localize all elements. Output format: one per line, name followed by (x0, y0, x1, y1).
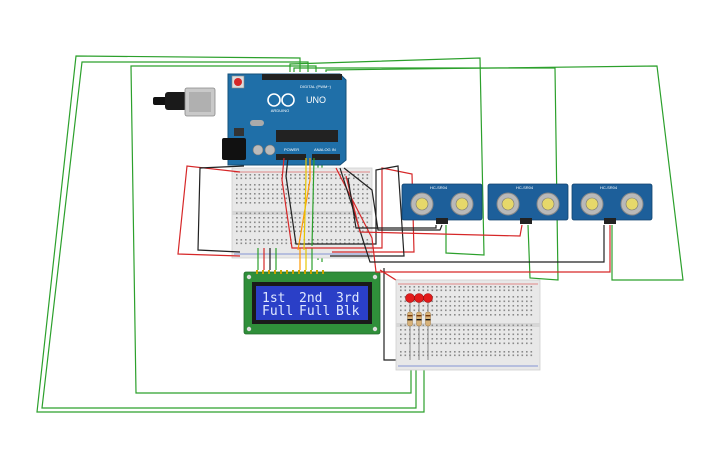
arduino-digital-label: DIGITAL (PWM~) (300, 84, 332, 89)
sensor-3-model: HC-SR04 (600, 185, 618, 190)
main-breadboard-channel (232, 211, 372, 215)
analog-header (312, 154, 340, 160)
arduino-uno-board[interactable]: ARDUINO UNO DIGITAL (PWM~) POWER ANALOG … (153, 73, 347, 166)
arduino-logo-icon (267, 93, 295, 107)
black-wire-6[interactable] (343, 167, 443, 231)
lcd-row1-col1: 1st (262, 291, 285, 306)
lcd-row2-col3: Blk (336, 304, 360, 319)
green-wire-loop-3[interactable] (130, 65, 412, 394)
lcd-row2-col2: Full (299, 304, 330, 319)
green-wire-loop-5[interactable] (293, 67, 559, 281)
digital-header (262, 74, 342, 80)
green-wire-loop-4[interactable] (289, 57, 485, 256)
reset-button-cap[interactable] (234, 78, 242, 86)
lcd-module[interactable]: 1st 2nd 3rd Full Full Blk (243, 270, 381, 335)
orange-wire[interactable] (297, 158, 311, 251)
lcd-header-pins (256, 270, 324, 274)
power-header (276, 154, 306, 160)
green-wire-loop-6[interactable] (325, 65, 684, 281)
arduino-brand-text: ARDUINO (271, 108, 289, 113)
small-chip (234, 128, 244, 136)
black-wire-2[interactable] (285, 157, 405, 257)
usb-connector-inner (189, 92, 211, 112)
yellow-wire[interactable] (303, 158, 307, 251)
power-jack (222, 138, 246, 160)
sensor-1-model: HC-SR04 (430, 185, 448, 190)
led-2-bulb[interactable] (414, 293, 424, 303)
ultrasonic-sensor-2[interactable]: HC-SR04 (487, 183, 569, 224)
arduino-power-label: POWER (284, 147, 299, 152)
led-3[interactable] (423, 293, 433, 361)
usb-cable-plug (153, 97, 167, 105)
red-wire-3[interactable] (335, 167, 611, 273)
green-wire-signal[interactable] (311, 157, 315, 247)
lcd-row1-col3: 3rd (336, 291, 359, 306)
ultrasonic-sensor-3[interactable]: HC-SR04 (571, 183, 653, 224)
black-wire-3[interactable] (339, 167, 605, 263)
arduino-analog-label: ANALOG IN (314, 147, 336, 152)
red-wire-1[interactable] (177, 165, 241, 257)
led-1-bulb[interactable] (405, 293, 415, 303)
crystal (250, 120, 264, 126)
atmega-chip (276, 130, 338, 142)
led-3-bulb[interactable] (423, 293, 433, 303)
ultrasonic-sensor-1[interactable]: HC-SR04 (401, 183, 483, 224)
green-wire-loop-1[interactable] (36, 55, 425, 413)
main-breadboard-holes (236, 174, 369, 245)
ultrasonic-sensors: HC-SR04 HC-SR04 HC-SR04 (401, 183, 653, 224)
capacitor-1 (252, 144, 264, 156)
capacitor-2 (264, 144, 276, 156)
red-wire-2[interactable] (281, 157, 415, 253)
lcd-wires (257, 248, 313, 270)
led-2[interactable] (414, 293, 424, 361)
arduino-model-text: UNO (306, 95, 326, 105)
red-wire-4[interactable] (345, 175, 523, 237)
green-wire-loops (36, 55, 684, 413)
power-wires (177, 157, 611, 361)
led-group (405, 293, 433, 361)
usb-cable-body (165, 92, 187, 110)
black-wire-4[interactable] (347, 177, 437, 229)
lcd-row1-col2: 2nd (299, 291, 322, 306)
lcd-screen (256, 286, 368, 320)
sensor-2-model: HC-SR04 (516, 185, 534, 190)
black-wire-1[interactable] (197, 165, 245, 253)
lcd-row2-col1: Full (262, 304, 293, 319)
